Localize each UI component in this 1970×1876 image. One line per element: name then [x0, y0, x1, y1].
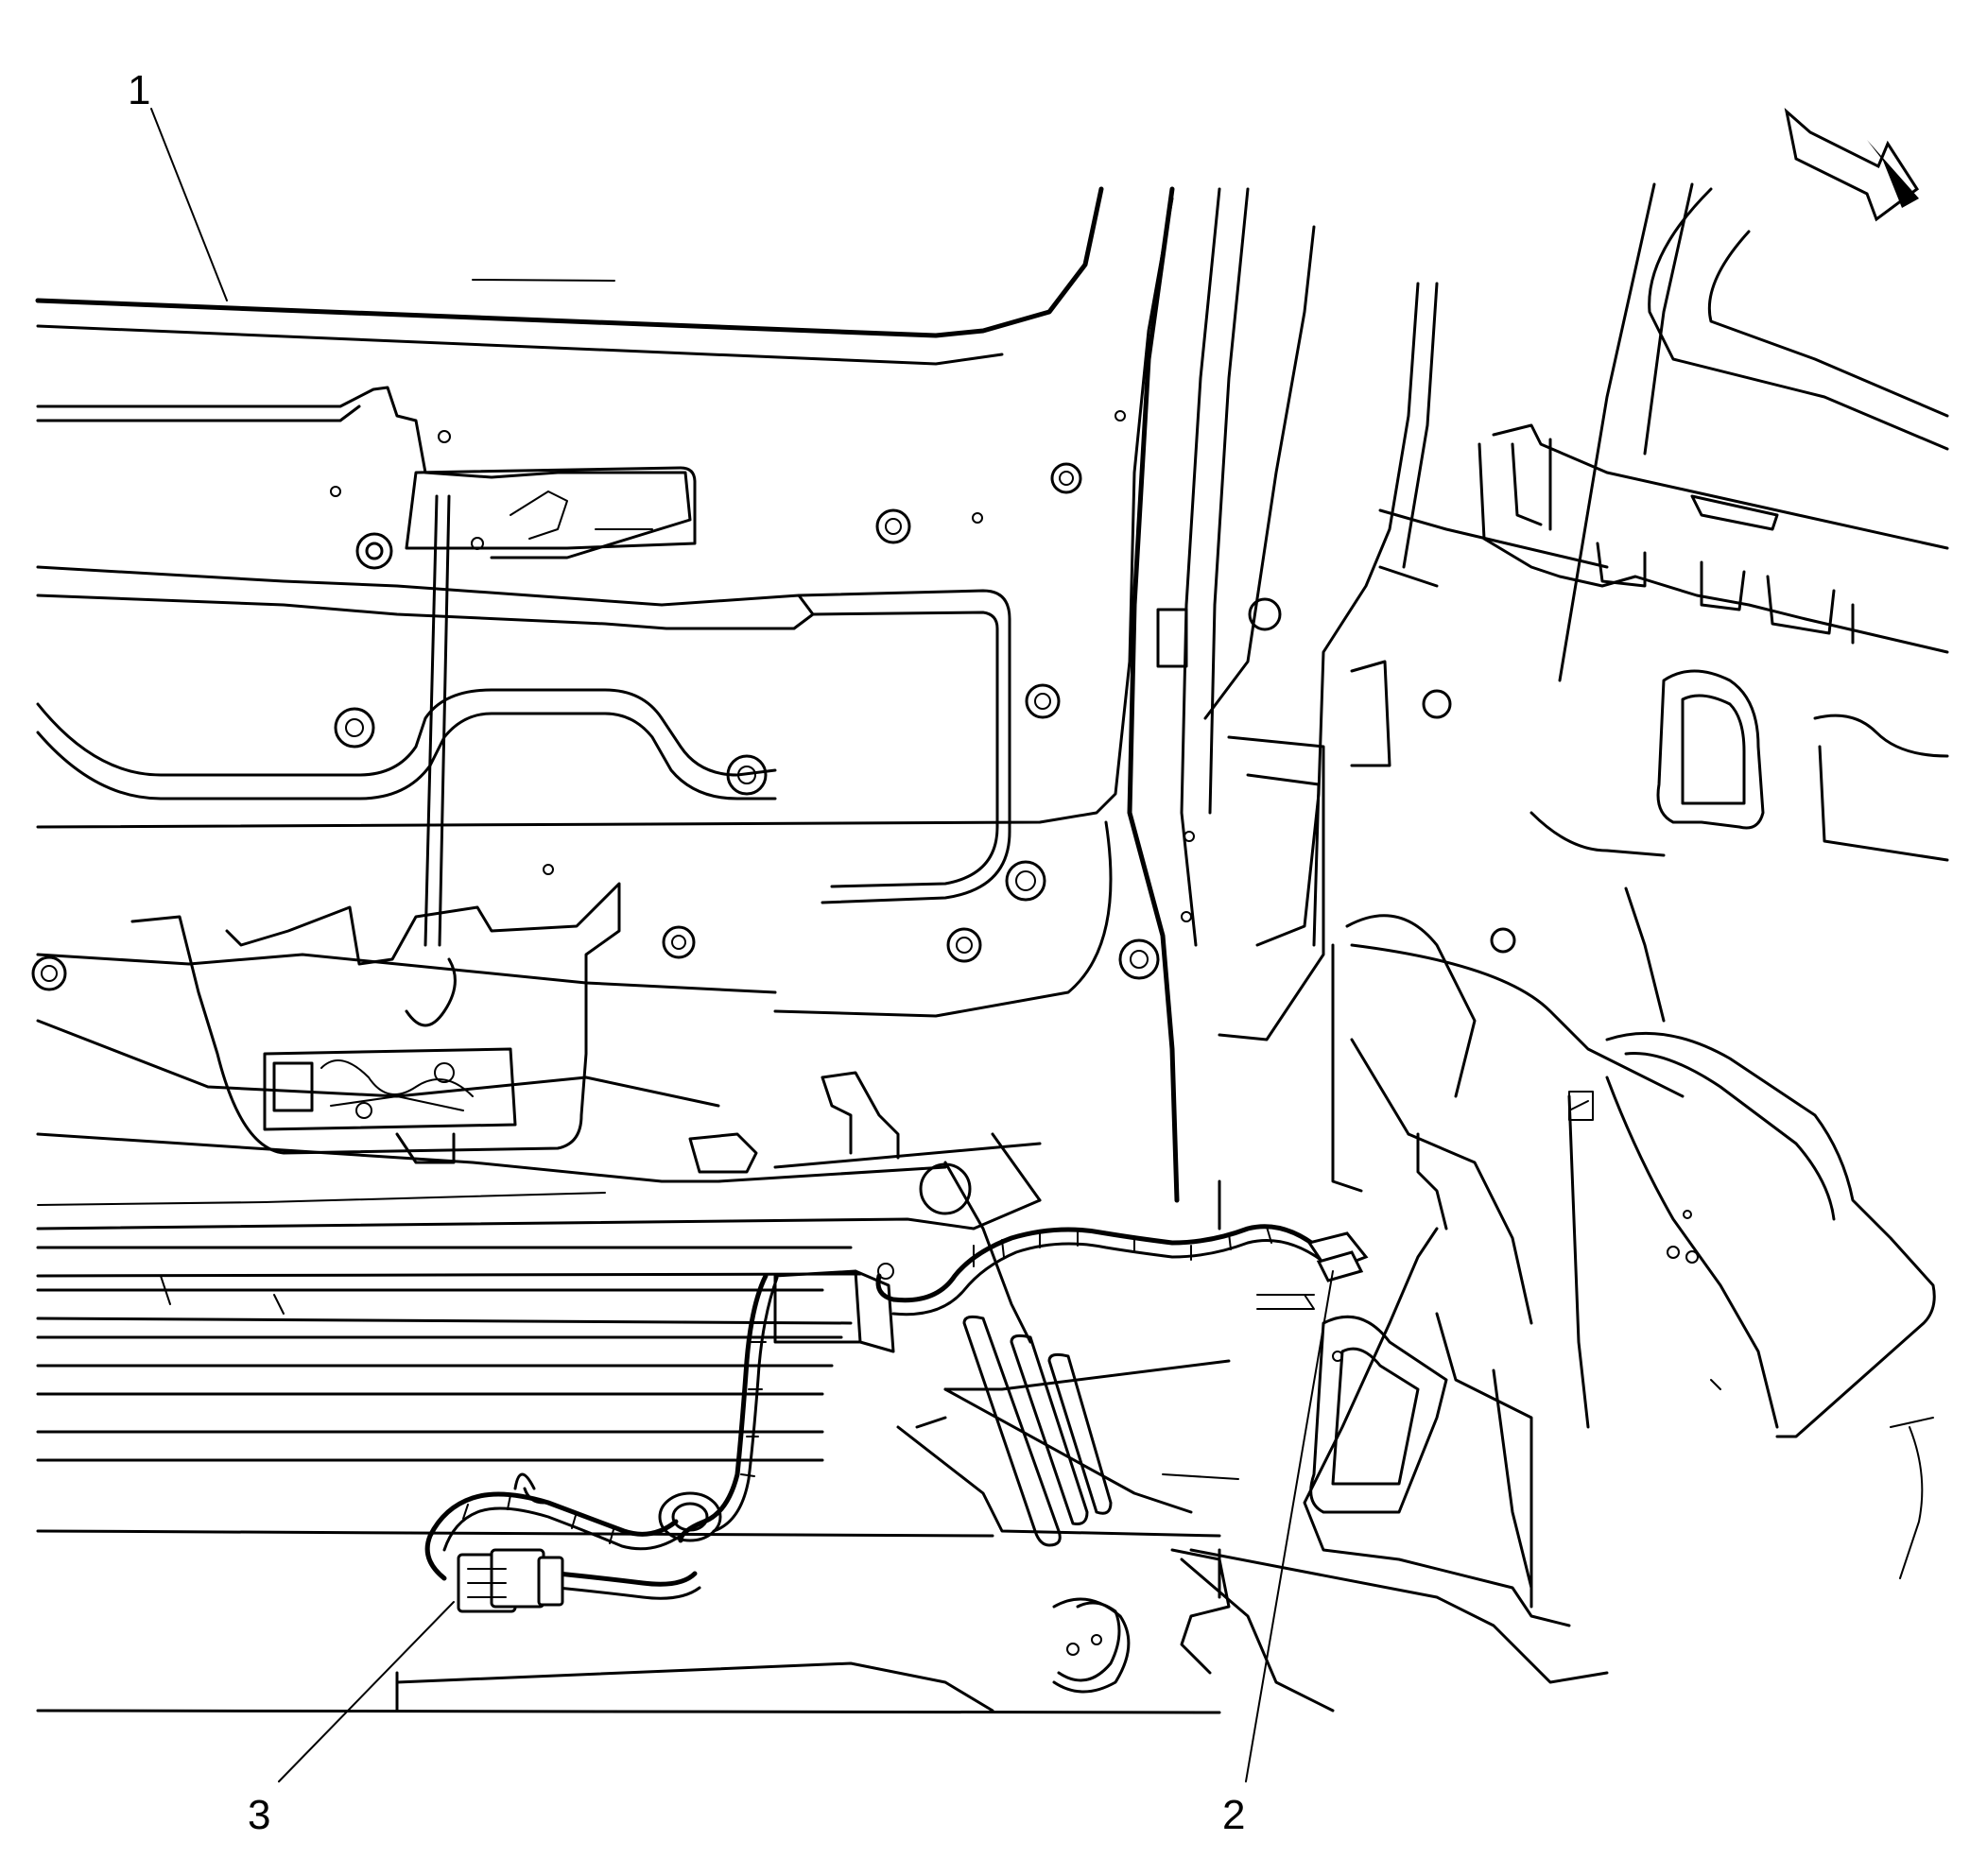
callout-leaders [150, 108, 1334, 1782]
door-fastener-holes [31, 410, 1195, 991]
door-latch-mechanism [130, 466, 697, 1164]
forward-direction-arrow-icon [1784, 107, 1920, 222]
callout-2-leader [1245, 1270, 1334, 1782]
rear-quarter-panel [1331, 182, 1949, 1579]
callout-1-label: 1 [128, 67, 150, 113]
callout-1-leader [150, 108, 228, 301]
b-pillar [1127, 186, 1452, 1203]
rear-floor-bracket [896, 1161, 1609, 1712]
wiring-harness [424, 1224, 1369, 1613]
callout-3-label: 3 [248, 1792, 270, 1838]
sill-bracket [688, 1071, 1042, 1353]
callout-labels: 1 2 3 [128, 67, 1245, 1838]
harness-connector-2 [1306, 1231, 1369, 1282]
callout-3-leader [278, 1601, 455, 1782]
harness-connector-3 [457, 1548, 564, 1613]
callout-2-label: 2 [1222, 1792, 1245, 1838]
